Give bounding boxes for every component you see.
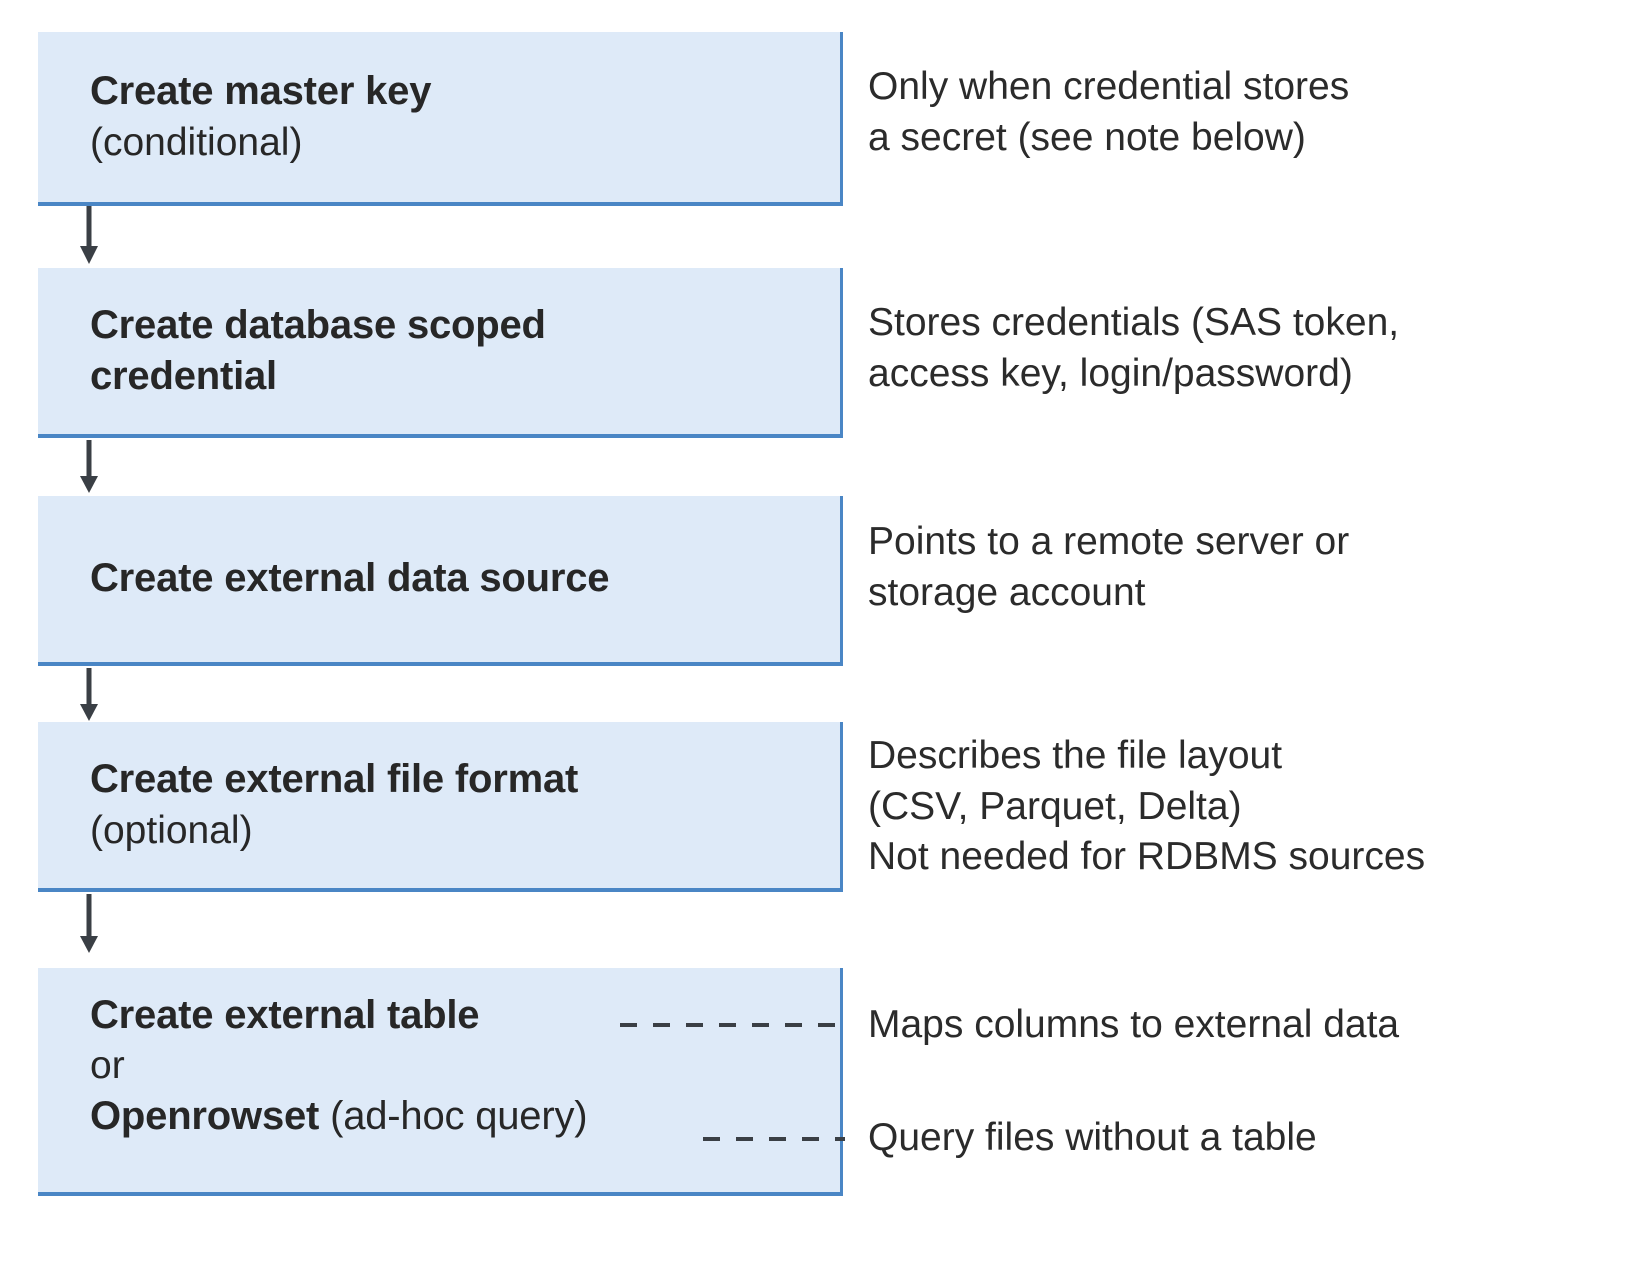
dashed-connector-external-table	[620, 1023, 845, 1027]
final-step-description-1: Maps columns to external data	[868, 1003, 1400, 1046]
final-step-line1: Create external table	[90, 993, 480, 1037]
step-description-1: Only when credential stores a secret (se…	[868, 65, 1350, 159]
dashed-connector-openrowset	[703, 1137, 845, 1141]
final-step-or: or	[90, 1044, 125, 1088]
down-arrow-icon-4	[78, 894, 102, 959]
step-description-3: Points to a remote server or storage acc…	[868, 520, 1350, 614]
step-title: Create external file format	[90, 757, 579, 802]
step-box-create-database-scoped-credential[interactable]: Create database scoped credential	[38, 268, 843, 438]
final-step-line3: Openrowset (ad-hoc query)	[90, 1091, 840, 1142]
down-arrow-icon	[80, 894, 98, 953]
down-arrow-icon-3	[78, 668, 102, 727]
final-step-openrowset-note: (ad-hoc query)	[319, 1094, 588, 1139]
step-title: Create database scoped	[90, 302, 546, 347]
step-box-create-external-file-format[interactable]: Create external file format (optional)	[38, 722, 843, 892]
step-subtitle: (optional)	[90, 808, 253, 852]
step-box-create-external-table-or-openrowset[interactable]: Create external table or Openrowset (ad-…	[38, 968, 843, 1196]
down-arrow-icon-1	[78, 206, 102, 271]
step-description-4: Describes the file layout (CSV, Parquet,…	[868, 734, 1426, 879]
step-title: Create external data source	[90, 556, 610, 601]
step-box-create-external-data-source[interactable]: Create external data source	[38, 496, 843, 666]
step-description-2: Stores credentials (SAS token, access ke…	[868, 301, 1400, 395]
final-step-openrowset-label: Openrowset	[90, 1094, 320, 1139]
down-arrow-icon	[80, 206, 98, 264]
down-arrow-icon	[80, 668, 98, 721]
step-title: Create master key	[90, 69, 432, 114]
step-subtitle: (conditional)	[90, 120, 303, 164]
step-box-create-master-key[interactable]: Create master key (conditional)	[38, 32, 843, 206]
down-arrow-icon	[80, 440, 98, 493]
step-title-cont: credential	[90, 354, 277, 398]
down-arrow-icon-2	[78, 440, 102, 499]
final-step-description-2: Query files without a table	[868, 1116, 1317, 1159]
